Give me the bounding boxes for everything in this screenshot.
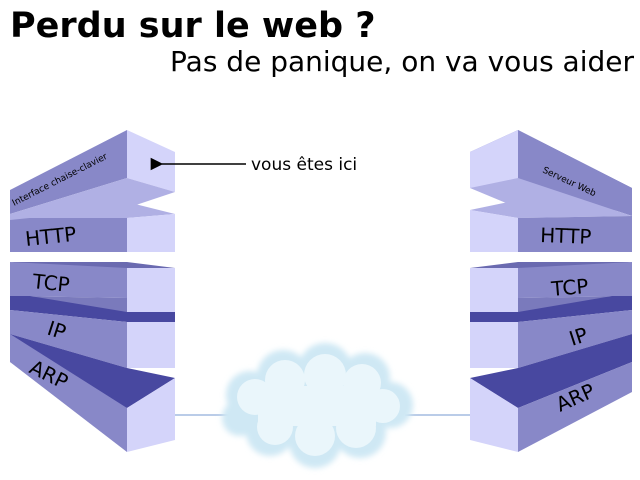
left-layer-tcp-label: TCP <box>30 269 70 297</box>
page-title: Perdu sur le web ? <box>10 6 376 46</box>
you-are-here-label: vous êtes ici <box>251 155 357 175</box>
page-subtitle: Pas de panique, on va vous aider <box>170 45 634 78</box>
right-layer-tcp-label: TCP <box>549 274 589 301</box>
left-layer-http-label: HTTP <box>24 222 77 251</box>
right-layer-arp <box>470 334 632 452</box>
cloud-icon <box>222 343 413 468</box>
left-layer-ip <box>10 296 175 368</box>
left-layer-interface <box>10 130 175 220</box>
left-layer-arp <box>10 334 175 452</box>
right-layer-ip <box>470 296 632 368</box>
right-layer-http-label: HTTP <box>540 223 592 249</box>
right-layer-server <box>470 130 632 216</box>
right-layer-http <box>470 200 632 252</box>
